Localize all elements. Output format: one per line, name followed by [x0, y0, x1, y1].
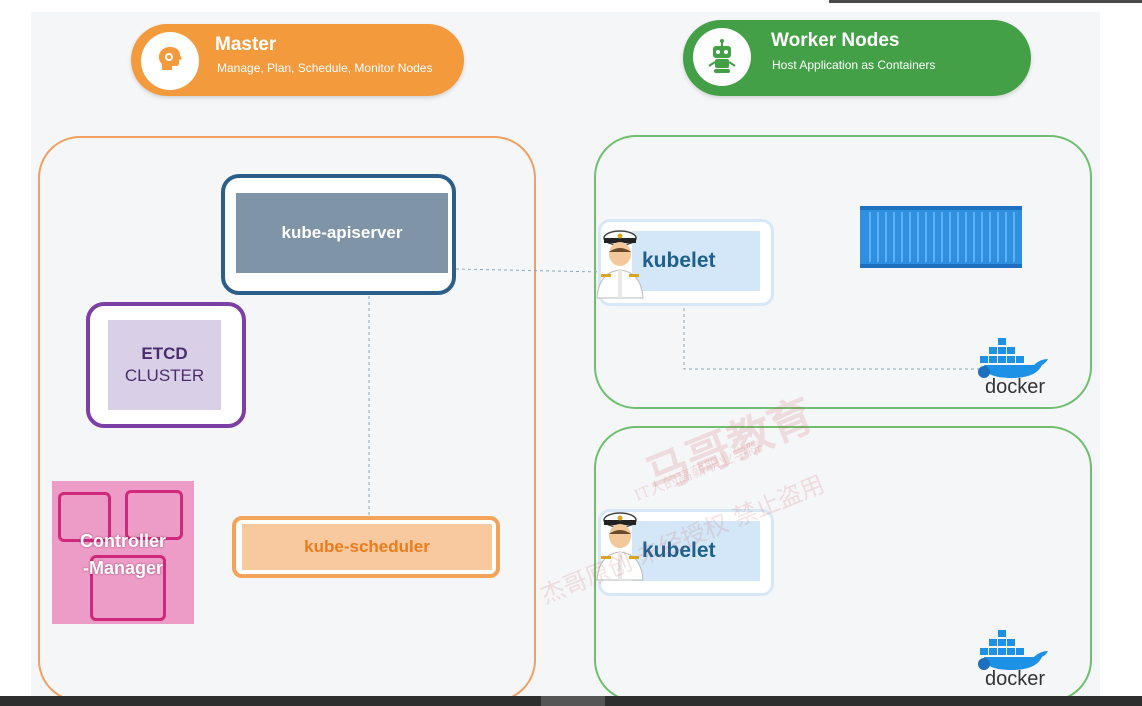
master-header: Master Manage, Plan, Schedule, Monitor N… — [131, 24, 464, 96]
controller-label-line1: Controller — [79, 531, 166, 551]
docker-label-1: docker — [984, 376, 1046, 398]
controller-manager-box — [52, 481, 194, 624]
controller-square-1 — [58, 492, 111, 542]
docker-label-2: docker — [984, 668, 1046, 690]
docker-whale-icon-2 — [976, 630, 1048, 670]
etcd-cluster-label: CLUSTER — [124, 366, 205, 385]
robot-icon — [693, 28, 751, 86]
watermark: 马哥教育 IT人的高薪职业学院 杰哥原创 未经授权 禁止盗用 — [520, 390, 880, 650]
captain-icon — [596, 230, 644, 299]
brain-gear-icon — [141, 32, 199, 90]
controller-manager-label: Controller -Manager — [52, 528, 194, 582]
kubelet-box-2: kubelet — [632, 521, 760, 581]
kube-scheduler-box: kube-scheduler — [242, 524, 492, 570]
docker-logo-1: docker — [976, 336, 1054, 400]
docker-logo-2: docker — [976, 628, 1054, 692]
docker-whale-icon — [976, 338, 1048, 378]
kube-apiserver-box: kube-apiserver — [236, 193, 448, 273]
controller-label-line2: -Manager — [82, 558, 163, 578]
worker-header: Worker Nodes Host Application as Contain… — [683, 20, 1031, 96]
progress-thumb[interactable] — [541, 696, 605, 706]
worker-title: Worker Nodes — [771, 30, 900, 51]
controller-square-2 — [125, 490, 183, 540]
video-progress-bar[interactable] — [0, 696, 1142, 706]
master-title: Master — [215, 34, 277, 55]
kubelet-to-docker-line — [683, 308, 990, 370]
window-top-bar — [829, 0, 1142, 3]
etcd-label: ETCD — [141, 344, 188, 363]
captain-icon-2 — [596, 512, 644, 581]
worker-subtitle: Host Application as Containers — [772, 58, 936, 72]
etcd-cluster-box: ETCD CLUSTER — [108, 320, 221, 410]
container-icon — [860, 206, 1022, 268]
master-subtitle: Manage, Plan, Schedule, Monitor Nodes — [217, 61, 433, 75]
api-to-kubelet-line — [455, 268, 601, 273]
kubelet-box-1: kubelet — [632, 231, 760, 291]
controller-square-3 — [90, 555, 166, 621]
